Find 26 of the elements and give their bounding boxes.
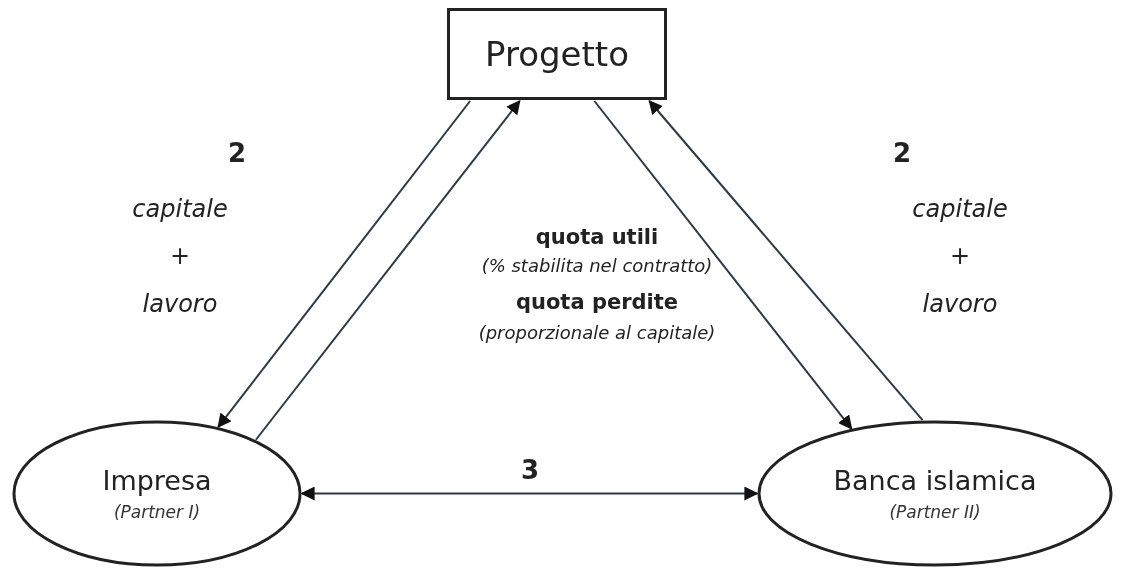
entity-ellipse — [12, 420, 302, 567]
flow-text: capitale — [132, 195, 228, 223]
flow-heading: quota perdite — [515, 290, 679, 314]
arrow — [593, 100, 853, 430]
process-box — [447, 8, 667, 100]
plus-sign: + — [949, 242, 971, 270]
flow-text: lavoro — [142, 290, 218, 318]
flow-note: (proporzionale al capitale) — [478, 322, 716, 343]
edge-label: 3 — [520, 455, 540, 485]
arrow — [300, 486, 759, 501]
node-subtitle: (Partner II) — [889, 502, 981, 522]
arrow — [254, 99, 521, 441]
node-title: Banca islamica — [833, 465, 1037, 496]
plus-sign: + — [169, 242, 191, 270]
step-number: 2 — [892, 138, 912, 168]
node-title: Impresa — [102, 465, 212, 496]
flow-text: lavoro — [922, 290, 998, 318]
node-title: Progetto — [485, 34, 629, 74]
flow-note: (% stabilita nel contratto) — [481, 255, 713, 276]
entity-ellipse — [757, 420, 1113, 567]
step-number: 2 — [227, 138, 247, 168]
arrow — [648, 99, 924, 422]
arrow — [217, 100, 472, 428]
flow-text: capitale — [912, 195, 1008, 223]
flow-heading: quota utili — [535, 225, 659, 249]
node-subtitle: (Partner I) — [113, 502, 201, 522]
